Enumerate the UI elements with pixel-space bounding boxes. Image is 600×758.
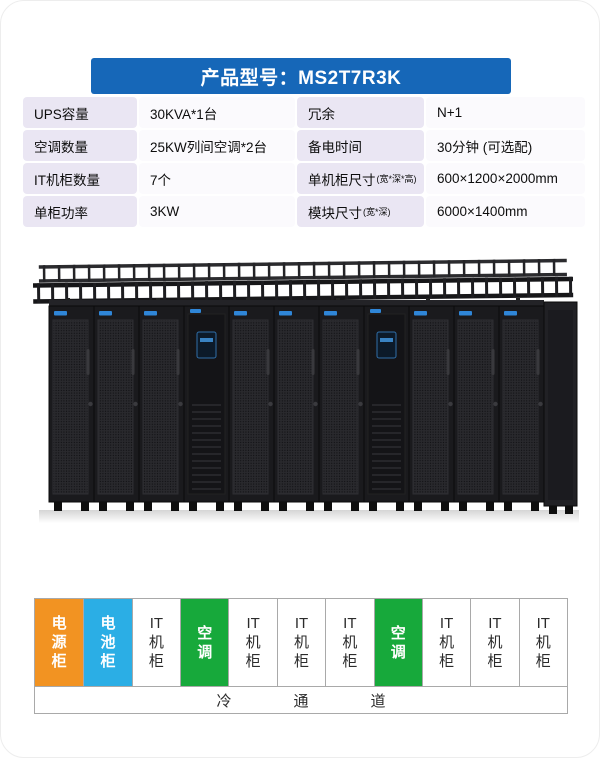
- spec-label-rack-power: 单柜功率: [23, 196, 137, 227]
- spec-label-ac-count: 空调数量: [23, 130, 137, 161]
- spec-value-module-size: 6000×1400mm: [426, 196, 585, 227]
- layout-cell-it-rack: IT 机 柜: [131, 599, 180, 686]
- cold-aisle-label: 冷通道: [216, 692, 448, 710]
- spec-value-ac-count: 25KW列间空调*2台: [139, 130, 295, 161]
- cabinet-layout-diagram: 电 源 柜 电 池 柜 IT 机 柜 空 调 IT 机 柜 IT 机 柜 IT …: [34, 598, 568, 714]
- layout-cell-air-conditioner: 空 调: [180, 599, 229, 686]
- layout-cell-it-rack: IT 机 柜: [228, 599, 276, 686]
- layout-cell-it-rack: IT 机 柜: [276, 599, 325, 686]
- spec-value-rack-power: 3KW: [139, 196, 295, 227]
- spec-value-redundancy: N+1: [426, 97, 585, 128]
- spec-label-redundancy: 冗余: [297, 97, 424, 128]
- layout-cell-battery-cabinet: 电 池 柜: [83, 599, 132, 686]
- layout-cell-air-conditioner: 空 调: [373, 599, 422, 686]
- spec-value-it-rack-count: 7个: [139, 163, 295, 194]
- spec-label-module-size: 模块尺寸(宽*深): [297, 196, 424, 227]
- spec-label-rack-size: 单机柜尺寸(宽*深*高): [297, 163, 424, 194]
- rack-row-photo: [21, 254, 581, 576]
- layout-cell-it-rack: IT 机 柜: [325, 599, 373, 686]
- spec-value-rack-size: 600×1200×2000mm: [426, 163, 585, 194]
- layout-cell-it-rack: IT 机 柜: [470, 599, 518, 686]
- layout-cell-it-rack: IT 机 柜: [518, 599, 567, 686]
- product-model-header: 产品型号：MS2T7R3K: [91, 58, 511, 94]
- rack-photo-illustration: [32, 258, 579, 523]
- spec-value-ups-capacity: 30KVA*1台: [139, 97, 295, 128]
- layout-cell-it-rack: IT 机 柜: [421, 599, 470, 686]
- spec-label-backup-time: 备电时间: [297, 130, 424, 161]
- spec-label-it-rack-count: IT机柜数量: [23, 163, 137, 194]
- spec-label-ups-capacity: UPS容量: [23, 97, 137, 128]
- layout-cell-power-cabinet: 电 源 柜: [35, 599, 84, 686]
- spec-value-backup-time: 30分钟 (可选配): [426, 130, 585, 161]
- product-model-title: 产品型号：MS2T7R3K: [200, 67, 402, 89]
- cold-aisle-row: 冷通道: [35, 686, 567, 713]
- spec-table: UPS容量 30KVA*1台 冗余 N+1 空调数量 25KW列间空调*2台 备…: [23, 97, 585, 227]
